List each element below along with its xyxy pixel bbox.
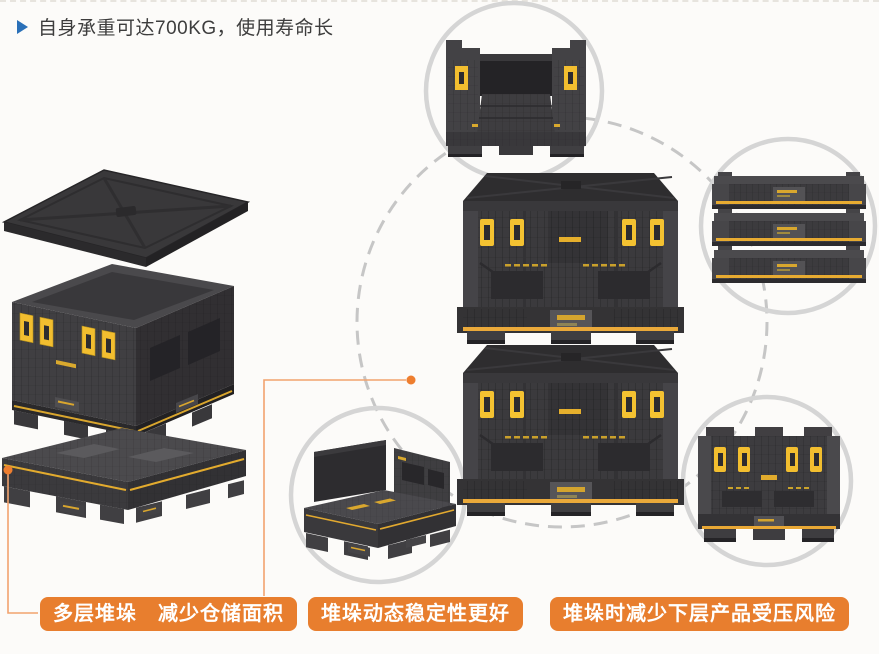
bullet-triangle-icon [17, 19, 28, 34]
stacked-folded-containers-illustration [712, 172, 866, 283]
assembled-container-illustration [698, 427, 840, 542]
stacked-containers-illustration [455, 171, 686, 516]
feature-headline: 自身承重可达700KG，使用寿命长 [17, 13, 334, 40]
feature-callout-stacking: 多层堆垛 减少仓储面积 [40, 597, 297, 631]
folded-wall-container-illustration [446, 40, 586, 157]
container-body [12, 264, 234, 449]
feature-callout-pressure: 堆垛时减少下层产品受压风险 [550, 597, 849, 631]
container-pallet-base [2, 428, 246, 524]
connector-dot-center [406, 375, 416, 385]
top-dashed-divider [0, 0, 879, 2]
feature-headline-text: 自身承重可达700KG，使用寿命长 [38, 18, 334, 39]
half-folded-container-illustration [304, 440, 456, 560]
exploded-container-illustration [1, 169, 251, 524]
feature-callout-stability: 堆垛动态稳定性更好 [308, 597, 523, 631]
container-lid [1, 169, 251, 267]
